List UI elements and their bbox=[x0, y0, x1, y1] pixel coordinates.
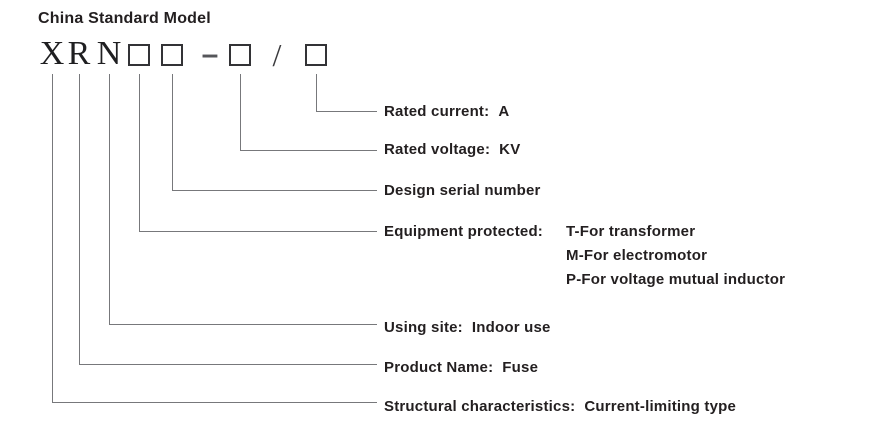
label-value: Indoor use bbox=[471, 319, 551, 336]
label-value: A bbox=[498, 103, 510, 120]
label-text: Design serial number bbox=[384, 182, 541, 199]
label-equipment-protected: Equipment protected: T-For transformer M… bbox=[384, 223, 785, 288]
connector-structural bbox=[52, 74, 377, 403]
label-text: Equipment protected: bbox=[384, 223, 544, 240]
connector-product-name bbox=[79, 74, 377, 365]
equipment-options: T-For transformer M-For electromotor P-F… bbox=[566, 220, 785, 292]
label-text: Rated voltage: bbox=[384, 141, 491, 158]
label-value: Current-limiting type bbox=[584, 398, 737, 415]
label-using-site: Using site: Indoor use bbox=[384, 319, 551, 337]
equipment-option-transformer: T-For transformer bbox=[566, 223, 696, 240]
connector-using-site bbox=[109, 74, 377, 325]
label-design-serial: Design serial number bbox=[384, 182, 541, 200]
code-box-design-serial bbox=[161, 44, 183, 66]
code-letter-x: X bbox=[39, 35, 65, 72]
code-letter-r: R bbox=[67, 35, 91, 72]
label-rated-voltage: Rated voltage: KV bbox=[384, 141, 520, 159]
label-text: Product Name: bbox=[384, 359, 494, 376]
code-box-rated-current bbox=[305, 44, 327, 66]
code-box-equipment bbox=[128, 44, 150, 66]
label-value: Fuse bbox=[502, 359, 539, 376]
page-title: China Standard Model bbox=[38, 10, 211, 27]
label-rated-current: Rated current: A bbox=[384, 103, 509, 121]
label-product-name: Product Name: Fuse bbox=[384, 359, 538, 377]
label-text: Rated current: bbox=[384, 103, 490, 120]
code-dash-separator: – bbox=[201, 38, 219, 71]
connector-rated-current bbox=[316, 74, 377, 112]
code-letter-n: N bbox=[96, 35, 122, 72]
code-box-rated-voltage bbox=[229, 44, 251, 66]
connector-design-serial bbox=[172, 74, 377, 191]
label-value: KV bbox=[499, 141, 521, 158]
label-structural: Structural characteristics: Current-limit… bbox=[384, 398, 736, 416]
connector-equipment-protected bbox=[139, 74, 377, 232]
label-text: Using site: bbox=[384, 319, 463, 336]
code-slash-separator: / bbox=[272, 37, 282, 73]
connector-rated-voltage bbox=[240, 74, 377, 151]
equipment-option-voltage-inductor: P-For voltage mutual inductor bbox=[566, 271, 786, 288]
label-text: Structural characteristics: bbox=[384, 398, 576, 415]
equipment-option-electromotor: M-For electromotor bbox=[566, 247, 708, 264]
